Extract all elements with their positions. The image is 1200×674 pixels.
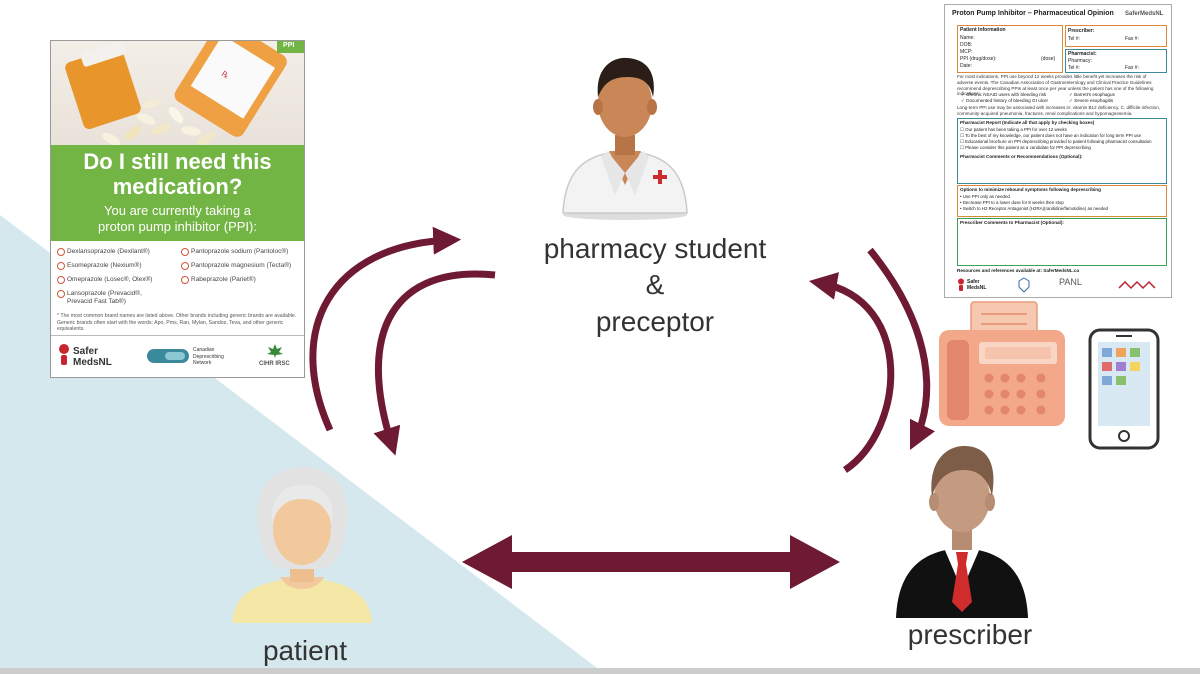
option-1: • Use PPI only as needed (960, 194, 1010, 199)
deprescribing-network-logo-icon (147, 349, 189, 363)
drug-right-2: Pantoprazole magnesium (Tecta®) (180, 262, 292, 270)
patient-info-box (957, 25, 1063, 73)
pharmacist-fax: Fax #: (1125, 65, 1139, 71)
drug-left-2: Esomeprazole (Nexium®) (57, 262, 142, 270)
drug-right-1: Pantoprazole sodium (Pantoloc®) (180, 248, 289, 256)
prescriber-comments: Prescriber Comments to Pharmacist (Optio… (960, 220, 1064, 225)
form-crest-icon (1018, 277, 1030, 293)
prescriber-label: Prescriber: (1068, 28, 1095, 34)
pharmacist-box (1065, 49, 1167, 73)
arrow-student-to-prescriber (867, 247, 936, 451)
poster-headline-1: Do I still need this (83, 149, 272, 174)
pharmacist-comments: Pharmacist Comments or Recommendations (… (960, 154, 1083, 159)
cihr-leaf-icon (267, 344, 283, 358)
poster-sub-2: proton pump inhibitor (PPI): (98, 219, 257, 234)
double-arrow-patient-prescriber (462, 535, 840, 589)
patient-info-label: Patient Information (960, 27, 1006, 33)
patient-label: patient (262, 635, 348, 666)
poster-logo-deprescribing: Canadian Deprescribing Network (193, 347, 224, 366)
pharmacy-label: Pharmacy: (1068, 58, 1092, 64)
report-title: Pharmacist Report (Indicate all that app… (960, 120, 1095, 125)
student-label-line1: pharmacy student (543, 233, 767, 264)
prescriber-box (1065, 25, 1167, 47)
report-2: ☐ To the best of my knowledge, our patie… (960, 133, 1142, 138)
prescriber-tel: Tel #: (1068, 36, 1080, 42)
form-safermeds-logo-icon (958, 278, 964, 291)
drug-left-4: Lansoprazole (Prevacid®, Prevacid Fast T… (57, 290, 142, 305)
indication-4: ✓ Severe esophagitis (1069, 98, 1114, 103)
poster-divider (51, 335, 304, 336)
mcp-label: MCP: (960, 49, 973, 55)
poster-logo-safermeds: Safer MedsNL (73, 346, 112, 368)
prescriber-fax: Fax #: (1125, 36, 1139, 42)
prescriber-label: prescriber (907, 619, 1033, 650)
patient-icon (232, 467, 372, 623)
poster-green-panel (51, 145, 304, 241)
dob-label: DOB: (960, 42, 973, 48)
pill-bottle-photo: ℞ PPI (51, 41, 304, 145)
fax-machine-icon (939, 301, 1065, 426)
student-label-line3: preceptor (595, 306, 715, 337)
drug-left-1: Dexlansoprazole (Dexilant®) (57, 248, 150, 256)
poster-sub-1: You are currently taking a (104, 203, 251, 218)
form-title: Proton Pump Inhibitor – Pharmaceutical O… (952, 10, 1114, 17)
report-box (957, 118, 1167, 184)
form-logo-safermeds: Safer MedsNL (967, 279, 987, 291)
indication-3: ✓ Barrett's esophagus (1069, 92, 1115, 97)
poster-logo-cihr: CIHR IRSC (259, 361, 290, 367)
resources: Resources and references available at: S… (957, 268, 1080, 273)
poster-headline-2: medication? (112, 174, 243, 199)
poster-note: * The most common brand names are listed… (57, 313, 297, 333)
arrow-patient-to-student (309, 226, 462, 432)
option-3: • Switch to H2 Receptor Antagonist (H2RA… (960, 206, 1108, 211)
svg-text:℞: ℞ (220, 69, 231, 80)
option-2: • Decrease PPI to a lower dose for 8 wee… (960, 200, 1064, 205)
options-title: Options to minimize rebound symptoms fol… (960, 187, 1101, 192)
prescriber-comments-box (957, 218, 1167, 266)
ppi-poster: ℞ PPI Do I still need this medication? Y… (50, 40, 305, 378)
dose-label: (dose) (1041, 56, 1056, 62)
pharmaceutical-opinion-form: Proton Pump Inhibitor – Pharmaceutical O… (944, 4, 1172, 298)
indication-1: ✓ Chronic NSAID users with bleeding risk (961, 92, 1047, 97)
arrow-prescriber-to-student (808, 272, 895, 473)
pharmacist-label: Pharmacist: (1068, 51, 1097, 57)
report-4: ☐ Please consider this patient as a cand… (960, 145, 1091, 150)
drug-right-3: Rabeprazole (Pariet®) (181, 276, 256, 284)
name-label: Name: (960, 35, 975, 41)
report-1: ☐ Our patient has been taking a PPI for … (960, 127, 1067, 132)
report-3: ☐ Educational brochure on PPI deprescrib… (960, 139, 1152, 144)
form-association-logo-icon (1118, 280, 1156, 290)
smartphone-icon (1088, 328, 1160, 450)
pharmacist-icon (562, 57, 688, 220)
date-label: Date: (960, 63, 972, 69)
options-box (957, 185, 1167, 217)
safermeds-logo-icon (59, 344, 69, 365)
arrow-student-to-patient (373, 270, 496, 456)
ppi-label: PPI (drug/dose): (960, 56, 997, 62)
student-label-line2: & (645, 269, 665, 300)
form-intro: For most indications, PPI use beyond 12 … (957, 74, 1154, 97)
drug-left-3: Omeprazole (Losec®, Olex®) (56, 276, 153, 284)
form-longterm: Long-term PPI use may be associated with… (957, 105, 1161, 116)
form-brand: SaferMedsNL (1125, 11, 1164, 17)
indication-2: ✓ Documented history of bleeding GI ulce… (961, 98, 1049, 103)
pharmacist-tel: Tel #: (1068, 65, 1080, 71)
form-logo-panl: PANL (1059, 277, 1082, 287)
ppi-badge: PPI (283, 42, 295, 49)
prescriber-icon (896, 446, 1028, 618)
